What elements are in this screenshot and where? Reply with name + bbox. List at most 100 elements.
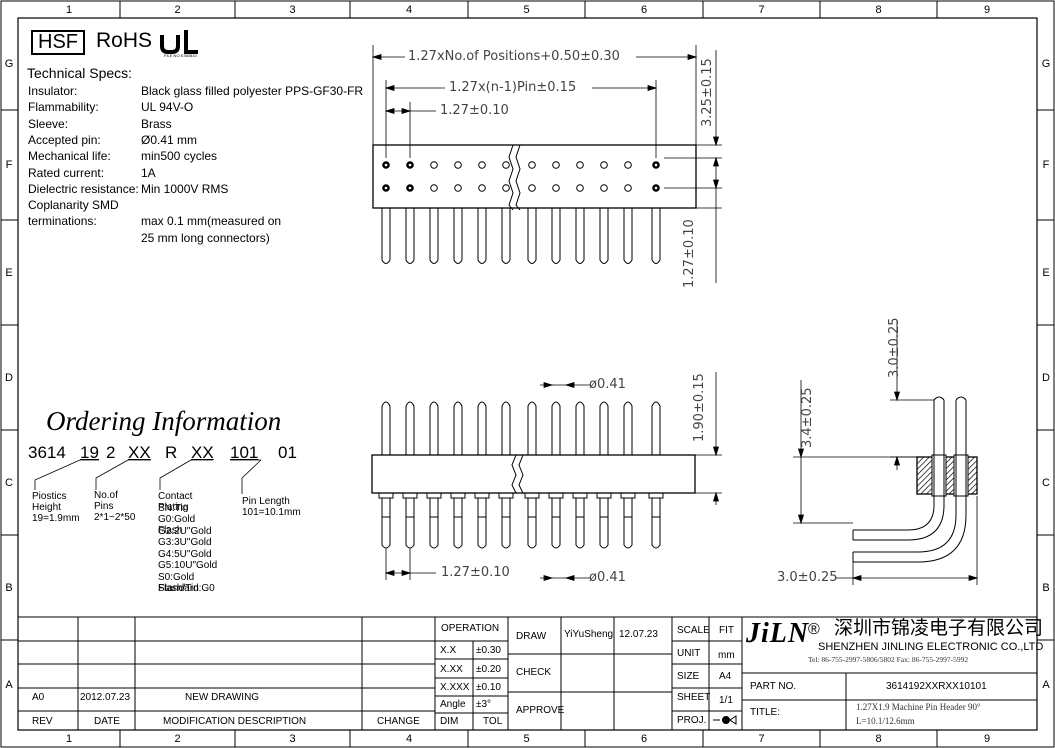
pin-hole: [478, 184, 486, 192]
pin-bottom: [651, 498, 661, 549]
tb-sheet-value: 1/1: [719, 695, 733, 706]
pin-collar: [620, 492, 636, 499]
pin-top: [551, 401, 561, 455]
tb-drawer: YiYuSheng: [564, 629, 614, 640]
pin-bottom: [477, 498, 487, 549]
zone-col-bottom: 2: [174, 733, 181, 745]
zone-col-top: 4: [405, 4, 413, 16]
plating-option: Contact Plating: [158, 491, 193, 513]
pin-top: [405, 401, 415, 455]
rev-head-change: CHANGE: [377, 716, 420, 727]
top-view: [372, 144, 722, 264]
title-label: TITLE:: [750, 707, 781, 718]
registered-mark: ®: [808, 621, 820, 638]
pin-bottom: [527, 498, 537, 549]
pin-collar: [426, 492, 442, 499]
inner-border: [17, 17, 1038, 731]
hsf-mark: HSF: [31, 30, 85, 55]
zone-col-top: 3: [289, 4, 296, 16]
zone-col-bottom: 7: [758, 733, 765, 745]
pin-hole: [502, 184, 510, 192]
order-code-part: 2: [106, 443, 116, 462]
pin-tail: [501, 208, 511, 264]
zone-col-top: 1: [65, 4, 73, 16]
spec-value: Min 1000V RMS: [141, 181, 229, 196]
spec-label: Dielectric resistance:: [28, 181, 139, 196]
pin-bottom: [405, 498, 415, 549]
pin-hole: [576, 161, 584, 169]
title-block: [18, 616, 1037, 730]
tol-key: X.X: [440, 645, 457, 656]
tb-proj: PROJ.: [677, 715, 707, 726]
zone-row-right: D: [1042, 371, 1050, 384]
spec-label: Accepted pin:: [28, 132, 101, 147]
tb-dim-label: DIM: [440, 716, 459, 727]
zone-row-left: A: [5, 679, 13, 691]
top-dims: [371, 45, 722, 283]
plating-option: G5:10U"Gold: [158, 560, 218, 571]
pin-bottom: [501, 498, 511, 549]
tb-scale: SCALE: [677, 625, 710, 636]
pin-top: [429, 401, 439, 455]
part-no-value: 3614192XXRXX10101: [886, 681, 987, 692]
side-dims: [793, 320, 979, 585]
spec-value: UL 94V-O: [141, 100, 194, 115]
pin-bottom: [551, 498, 561, 549]
zone-col-bottom: 4: [405, 733, 413, 745]
dim-pitch-top: 1.27±0.10: [440, 103, 509, 118]
note-pin-length: Pin Length 101=10.1mm: [242, 496, 301, 518]
dim-pin-dia-top: ø0.41: [589, 377, 626, 392]
pin-hole: [624, 184, 632, 192]
pin-top: [501, 401, 511, 455]
rev-a0-desc: NEW DRAWING: [185, 692, 260, 703]
pin-top: [381, 401, 391, 455]
dim-side-horiz: 3.0±0.25: [777, 570, 838, 585]
pin-tail: [527, 208, 537, 264]
tb-size: SIZE: [677, 671, 700, 682]
spec-value: min500 cycles: [141, 149, 218, 164]
pin-hole: [454, 161, 462, 169]
spec-value: 25 mm long connectors): [141, 230, 270, 245]
pin-hole: [430, 161, 438, 169]
spec-value: Brass: [141, 116, 172, 131]
order-code-part: 101: [230, 443, 259, 462]
pin-bottom: [453, 498, 463, 549]
pin-tail: [381, 208, 391, 264]
order-code-part: XX: [191, 443, 214, 462]
spec-label: Flammability:: [28, 100, 99, 115]
pin-hole: [528, 161, 536, 169]
tb-check: CHECK: [516, 667, 552, 678]
tol-key: Angle: [440, 699, 466, 710]
spec-value: max 0.1 mm(measured on: [141, 214, 282, 229]
dim-pitch-bottom: 1.27±0.10: [441, 565, 510, 580]
dim-side-34: 3.4±0.25: [800, 387, 815, 448]
tol-value: ±0.10: [476, 682, 501, 693]
pin-hole-center: [654, 163, 658, 167]
side-view: [852, 396, 978, 563]
pin-bottom: [381, 498, 391, 549]
zone-col-top: 7: [758, 4, 765, 16]
tb-unit-value: mm: [718, 650, 735, 661]
pin-collar: [524, 492, 540, 499]
pin-hole-center: [408, 186, 412, 190]
front-dims: [384, 372, 722, 582]
spec-value: Black glass filled polyester PPS-GF30-FR: [141, 84, 364, 98]
order-code-part: 19: [80, 443, 99, 462]
pin-hole: [430, 184, 438, 192]
pin-collar: [498, 492, 514, 499]
order-code-part: 3614: [28, 443, 66, 462]
dim-row-127: 1.27±0.10: [682, 219, 697, 288]
note-pins: No.of Pins 2*1~2*50: [94, 490, 136, 523]
pin-hole: [502, 161, 510, 169]
plating-option: G3:3U"Gold: [158, 537, 212, 548]
pin-top: [477, 401, 487, 455]
zone-col-top: 9: [983, 4, 991, 16]
tb-approve: APPROVE: [516, 705, 565, 716]
order-code-part: XX: [128, 443, 151, 462]
pin-collar: [572, 492, 588, 499]
plating-option: SN:Tin: [158, 502, 189, 514]
zone-col-bottom: 1: [65, 733, 73, 745]
plating-option: G2:2U"Gold: [158, 525, 212, 537]
tol-value: ±0.30: [476, 645, 501, 656]
